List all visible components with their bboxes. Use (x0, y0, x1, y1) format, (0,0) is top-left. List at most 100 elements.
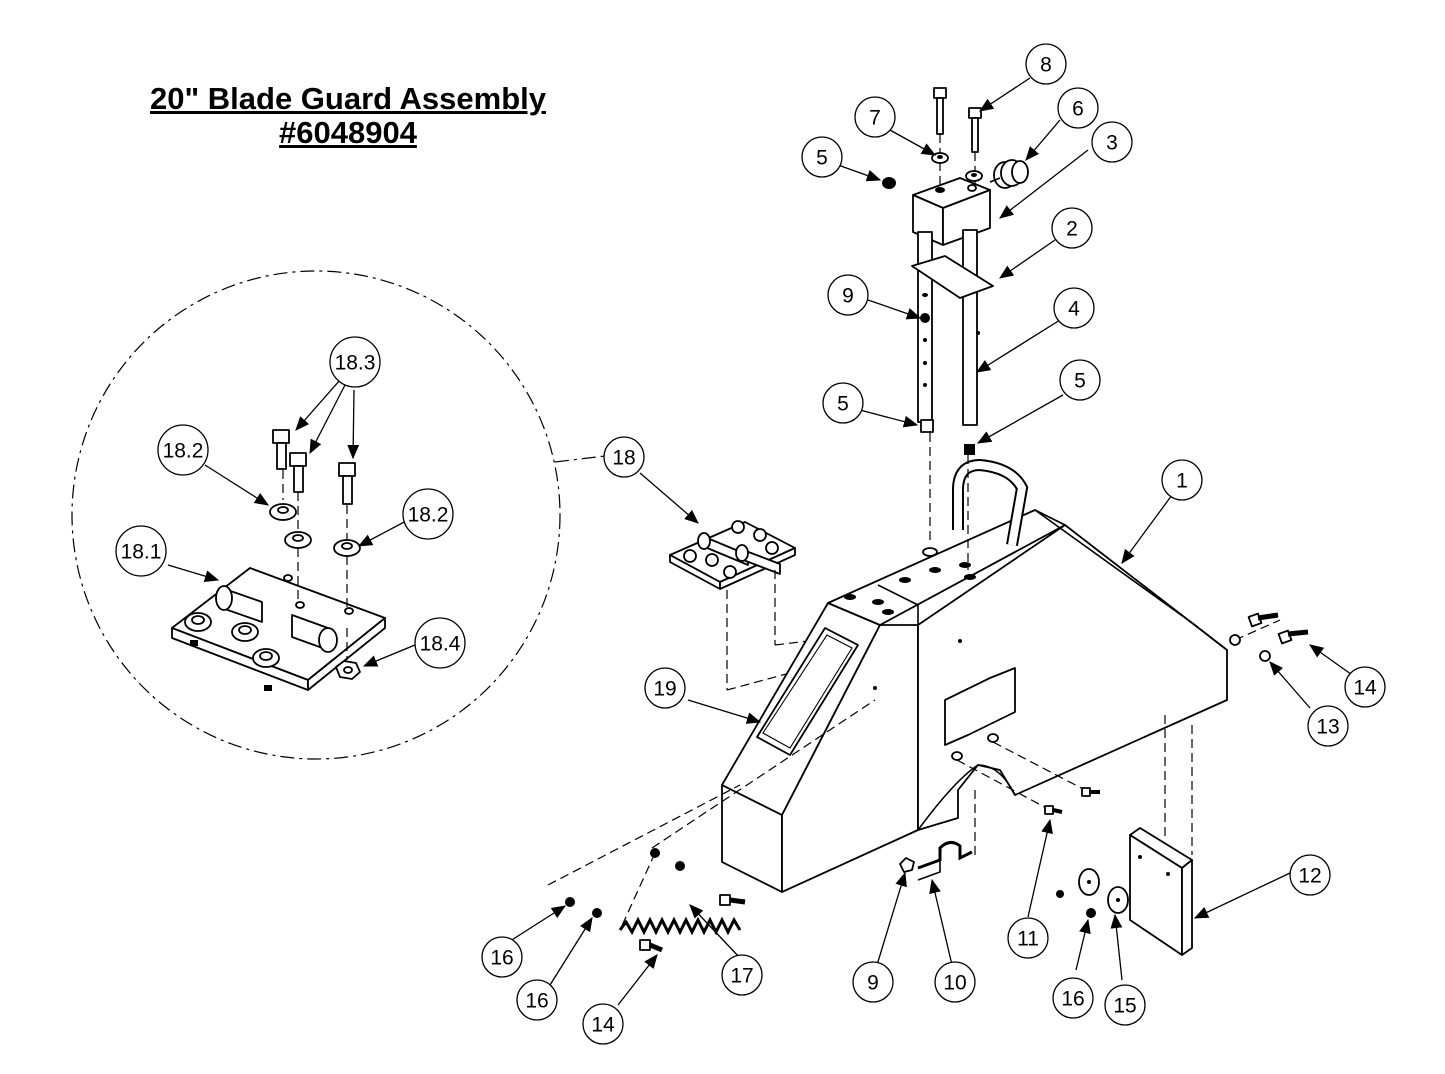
callout-circle (1307, 705, 1349, 747)
callout-circle (852, 961, 894, 1003)
callout-label: 6 (1072, 98, 1084, 121)
callout-label: 5 (1074, 370, 1086, 393)
detail-circle (71, 270, 561, 760)
callout-circle (721, 954, 763, 996)
callout-label: 14 (591, 1014, 615, 1037)
callout-c16b: 16 (516, 979, 558, 1021)
callout-label: 3 (1106, 132, 1118, 155)
callout-c6: 6 (1057, 87, 1099, 129)
callout-circle (402, 488, 454, 540)
callout-label: 16 (1061, 988, 1084, 1011)
callout-label: 11 (1017, 928, 1039, 951)
callout-label: 16 (490, 947, 513, 970)
callout-label: 18.4 (420, 633, 461, 656)
callout-c11: 11 (1007, 917, 1049, 959)
callout-circle (157, 424, 209, 476)
title-line-2: #6048904 (279, 115, 417, 150)
knob (989, 159, 1029, 189)
callout-label: 5 (837, 393, 849, 416)
callout-c5a: 5 (801, 136, 843, 178)
callout-c12: 12 (1289, 854, 1331, 896)
callout-circle (115, 525, 167, 577)
callout-label: 4 (1068, 298, 1080, 321)
callout-label: 18.3 (335, 352, 376, 375)
callout-label: 15 (1113, 995, 1136, 1018)
leader-lines (167, 77, 1356, 1006)
callout-c14a: 14 (1344, 666, 1386, 708)
callout-label: 9 (867, 972, 879, 995)
callout-c184: 18.4 (414, 617, 466, 669)
callout-c10: 10 (934, 961, 976, 1003)
detail-link-line (554, 455, 606, 463)
callout-label: 12 (1298, 865, 1321, 888)
callout-c7: 7 (854, 96, 896, 138)
callout-c16a: 16 (481, 936, 523, 978)
callout-circle (481, 936, 523, 978)
blade-guard-body (547, 405, 1281, 893)
callout-label: 18.2 (408, 504, 449, 527)
diagram-title: 20" Blade Guard Assembly #6048904 (100, 82, 596, 150)
callout-c182b: 18.2 (402, 488, 454, 540)
callout-c19: 19 (644, 667, 686, 709)
callout-c183: 18.3 (329, 336, 381, 388)
detail-bolts (272, 429, 356, 540)
callout-label: 19 (653, 678, 676, 701)
callout-c14b: 14 (582, 1003, 624, 1045)
callout-c3: 3 (1091, 121, 1133, 163)
callout-circle (644, 667, 686, 709)
callout-c5b: 5 (822, 382, 864, 424)
callout-c2: 2 (1051, 207, 1093, 249)
callout-circle (822, 382, 864, 424)
callout-circle (1344, 666, 1386, 708)
callout-c9a: 9 (827, 274, 869, 316)
callout-circle (1053, 287, 1095, 329)
callout-circle (1059, 359, 1101, 401)
mounting-post-assembly (882, 87, 1029, 455)
callout-c5c: 5 (1059, 359, 1101, 401)
callout-label: 9 (842, 285, 854, 308)
callout-label: 13 (1316, 716, 1339, 739)
callout-label: 17 (730, 965, 753, 988)
callout-circle (1091, 121, 1133, 163)
callout-c1: 1 (1161, 459, 1203, 501)
callout-circle (1057, 87, 1099, 129)
callout-circle (414, 617, 466, 669)
callout-label: 5 (816, 147, 828, 170)
callout-label: 18 (612, 447, 635, 470)
cover-plate (1129, 827, 1193, 956)
clamp (917, 841, 973, 881)
spring (618, 848, 746, 936)
callout-label: 18.1 (121, 541, 162, 564)
callout-label: 18.2 (163, 440, 204, 463)
callout-label: 16 (525, 990, 548, 1013)
callout-circle (329, 336, 381, 388)
callout-c18: 18 (603, 436, 645, 478)
callout-c16c: 16 (1052, 977, 1094, 1019)
callout-label: 10 (943, 972, 966, 995)
callout-circle (603, 436, 645, 478)
callout-c13: 13 (1307, 705, 1349, 747)
nut (899, 857, 915, 873)
callout-c182a: 18.2 (157, 424, 209, 476)
callout-circle (827, 274, 869, 316)
callout-label: 1 (1176, 470, 1188, 493)
callout-circle (854, 96, 896, 138)
callout-c181: 18.1 (115, 525, 167, 577)
callout-circle (1051, 207, 1093, 249)
callout-c17: 17 (721, 954, 763, 996)
callout-c8: 8 (1025, 43, 1067, 85)
callout-circle (934, 961, 976, 1003)
callout-circle (1007, 917, 1049, 959)
title-line-1: 20" Blade Guard Assembly (149, 81, 547, 116)
callout-label: 7 (869, 107, 881, 130)
callout-label: 2 (1066, 218, 1078, 241)
callout-c9b: 9 (852, 961, 894, 1003)
callout-circle (1104, 984, 1146, 1026)
callout-label: 14 (1353, 677, 1377, 700)
callout-circle (1052, 977, 1094, 1019)
hinge-detail-view (71, 270, 606, 760)
callout-circle (1289, 854, 1331, 896)
callout-circle (801, 136, 843, 178)
hinge-assembly (669, 520, 916, 691)
